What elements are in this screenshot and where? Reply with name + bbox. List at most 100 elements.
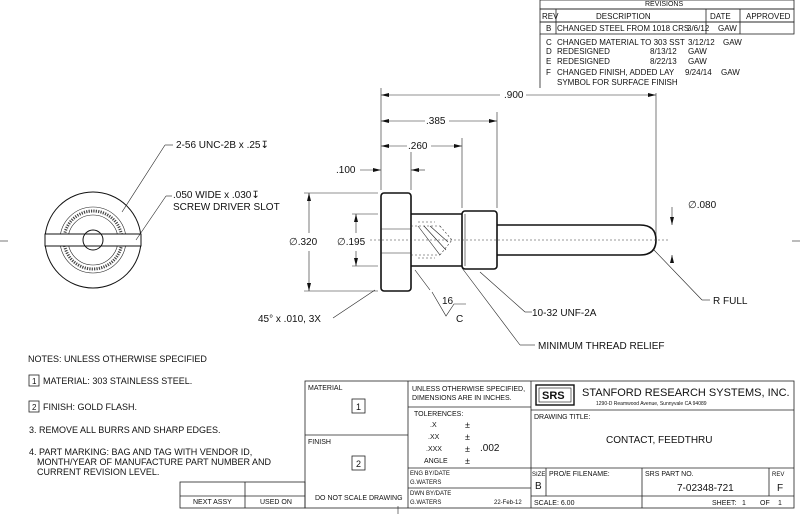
rev-row-f-date: 9/24/14 [685,68,712,77]
page-frame [0,240,800,514]
lay-symbol: C [456,314,463,325]
dim-dia-320: ∅.320 [289,237,318,248]
note-2: FINISH: GOLD FLASH. [43,402,137,412]
dimensions: .900 .385 .260 .100 ∅.320 ∅.19 [258,88,748,352]
rev-value: F [777,483,783,494]
side-view [370,192,670,292]
eng-label: ENG BY/DATE [410,471,450,477]
note-2-flag: 2 [32,403,37,412]
rev-row-c-appr: GAW [723,38,742,47]
rev-row-b-date: 3/6/12 [687,24,710,33]
slot-callout-line1: .050 WIDE x .030↧ [173,190,260,201]
finish-label: FINISH [308,439,331,446]
tol-xx-pm: ± [465,432,470,442]
tol-note-1: UNLESS OTHERWISE SPECIFIED, [412,386,525,393]
rev-row-b-appr: GAW [718,24,737,33]
note-3: 3. REMOVE ALL BURRS AND SHARP EDGES. [29,425,221,435]
tol-x-pm: ± [465,420,470,430]
scale-label: SCALE: 6.00 [534,500,575,507]
size-label: SIZE [532,472,545,478]
rev-row-e-appr: GAW [688,57,707,66]
tol-x: .X [430,422,437,429]
rev-row-f-rev: F [546,68,551,77]
revisions-table: REVISIONS REV DESCRIPTION DATE APPROVED … [539,0,795,88]
company-name: STANFORD RESEARCH SYSTEMS, INC. [582,387,790,399]
approved-col-header: APPROVED [746,12,791,21]
tol-xxx-pm: ± [465,444,470,454]
partno-value: 7-02348-721 [677,483,734,494]
dwn-date: 22-Feb-12 [494,500,522,506]
surface-finish-symbol: 16 C [414,269,466,325]
no-scale-label: DO NOT SCALE DRAWING [315,495,403,502]
screwdriver-slot [44,233,142,247]
rev-row-b-desc: CHANGED STEEL FROM 1018 CRS [557,24,689,33]
of-value: 1 [778,500,782,507]
dim-100: .100 [336,165,356,176]
revisions-title: REVISIONS [645,1,683,8]
material-flag: 1 [356,402,361,412]
srs-logo: SRS [535,384,575,406]
description-col-header: DESCRIPTION [596,12,651,21]
rev-row-d-desc: REDESIGNED [557,47,610,56]
finish-flag: 2 [356,459,361,469]
notes-header: NOTES: UNLESS OTHERWISE SPECIFIED [28,354,207,364]
rev-row-e-date: 8/22/13 [650,57,677,66]
tol-xxx-value: .002 [480,443,500,454]
note-4-line1: 4. PART MARKING: BAG AND TAG WITH VENDOR… [29,447,252,457]
sheet-label: SHEET: [712,500,737,507]
note-4-line3: CURRENT REVISION LEVEL. [37,467,159,477]
rev-row-f-appr: GAW [721,68,740,77]
dwn-by: G.WATERS [410,500,441,506]
chamfer-callout: 45° x .010, 3X [258,314,321,325]
drawing-title-label: DRAWING TITLE: [534,414,590,421]
eng-by: G.WATERS [410,480,441,486]
notes: NOTES: UNLESS OTHERWISE SPECIFIED 1 MATE… [28,354,272,477]
relief-callout: MINIMUM THREAD RELIEF [538,341,665,352]
tol-xxx: .XXX [426,446,442,453]
rev-row-b-rev: B [546,24,551,33]
used-on-label: USED ON [260,499,292,506]
dim-dia-080: ∅.080 [688,200,717,211]
tol-xx: .XX [428,434,440,441]
tol-angle-pm: ± [465,456,470,466]
thread-callout: 10-32 UNF-2A [532,308,597,319]
tap-callout: 2-56 UNC-2B x .25↧ [176,140,269,151]
end-view: 2-56 UNC-2B x .25↧ .050 WIDE x .030↧ SCR… [44,140,280,289]
material-label: MATERIAL [308,385,343,392]
date-col-header: DATE [710,12,731,21]
title-block: NEXT ASSY USED ON MATERIAL 1 FINISH 2 DO… [179,380,795,509]
dim-dia-195: ∅.195 [337,237,366,248]
proe-label: PRO/E FILENAME: [549,471,610,478]
rev-row-d-appr: GAW [688,47,707,56]
rev-row-c-desc: CHANGED MATERIAL TO 303 SST [557,38,685,47]
rev-row-c-date: 3/12/12 [688,38,715,47]
srs-logo-text: SRS [542,390,565,402]
tol-note-2: DIMENSIONS ARE IN INCHES. [412,395,512,402]
next-assy-label: NEXT ASSY [193,499,232,506]
note-1: MATERIAL: 303 STAINLESS STEEL. [43,376,192,386]
note-4-line2: MONTH/YEAR OF MANUFACTURE PART NUMBER AN… [37,457,272,467]
partno-label: SRS PART NO. [645,471,694,478]
note-1-flag: 1 [32,377,37,386]
rev-label: REV [772,472,784,478]
rev-row-c-rev: C [546,38,552,47]
r-full-callout: R FULL [713,296,748,307]
size-value: B [535,481,542,492]
of-label: OF [760,500,770,507]
dwn-label: DWN BY/DATE [410,491,451,497]
dim-385: .385 [426,116,446,127]
drawing-title: CONTACT, FEEDTHRU [606,435,712,446]
rev-row-f-desc2: SYMBOL FOR SURFACE FINISH [557,78,678,87]
tol-angle: ANGLE [424,458,448,465]
rev-row-e-rev: E [546,57,551,66]
sheet-value: 1 [742,500,746,507]
rev-row-d-date: 8/13/12 [650,47,677,56]
company-address: 1290-D Reamwood Avenue, Sunnyvale CA 940… [596,401,707,407]
slot-callout-line2: SCREW DRIVER SLOT [173,202,280,213]
rev-row-d-rev: D [546,47,552,56]
dim-260: .260 [408,141,428,152]
surface-finish-value: 16 [442,296,454,307]
rev-col-header: REV [542,12,559,21]
rev-row-f-desc: CHANGED FINISH, ADDED LAY [557,68,675,77]
